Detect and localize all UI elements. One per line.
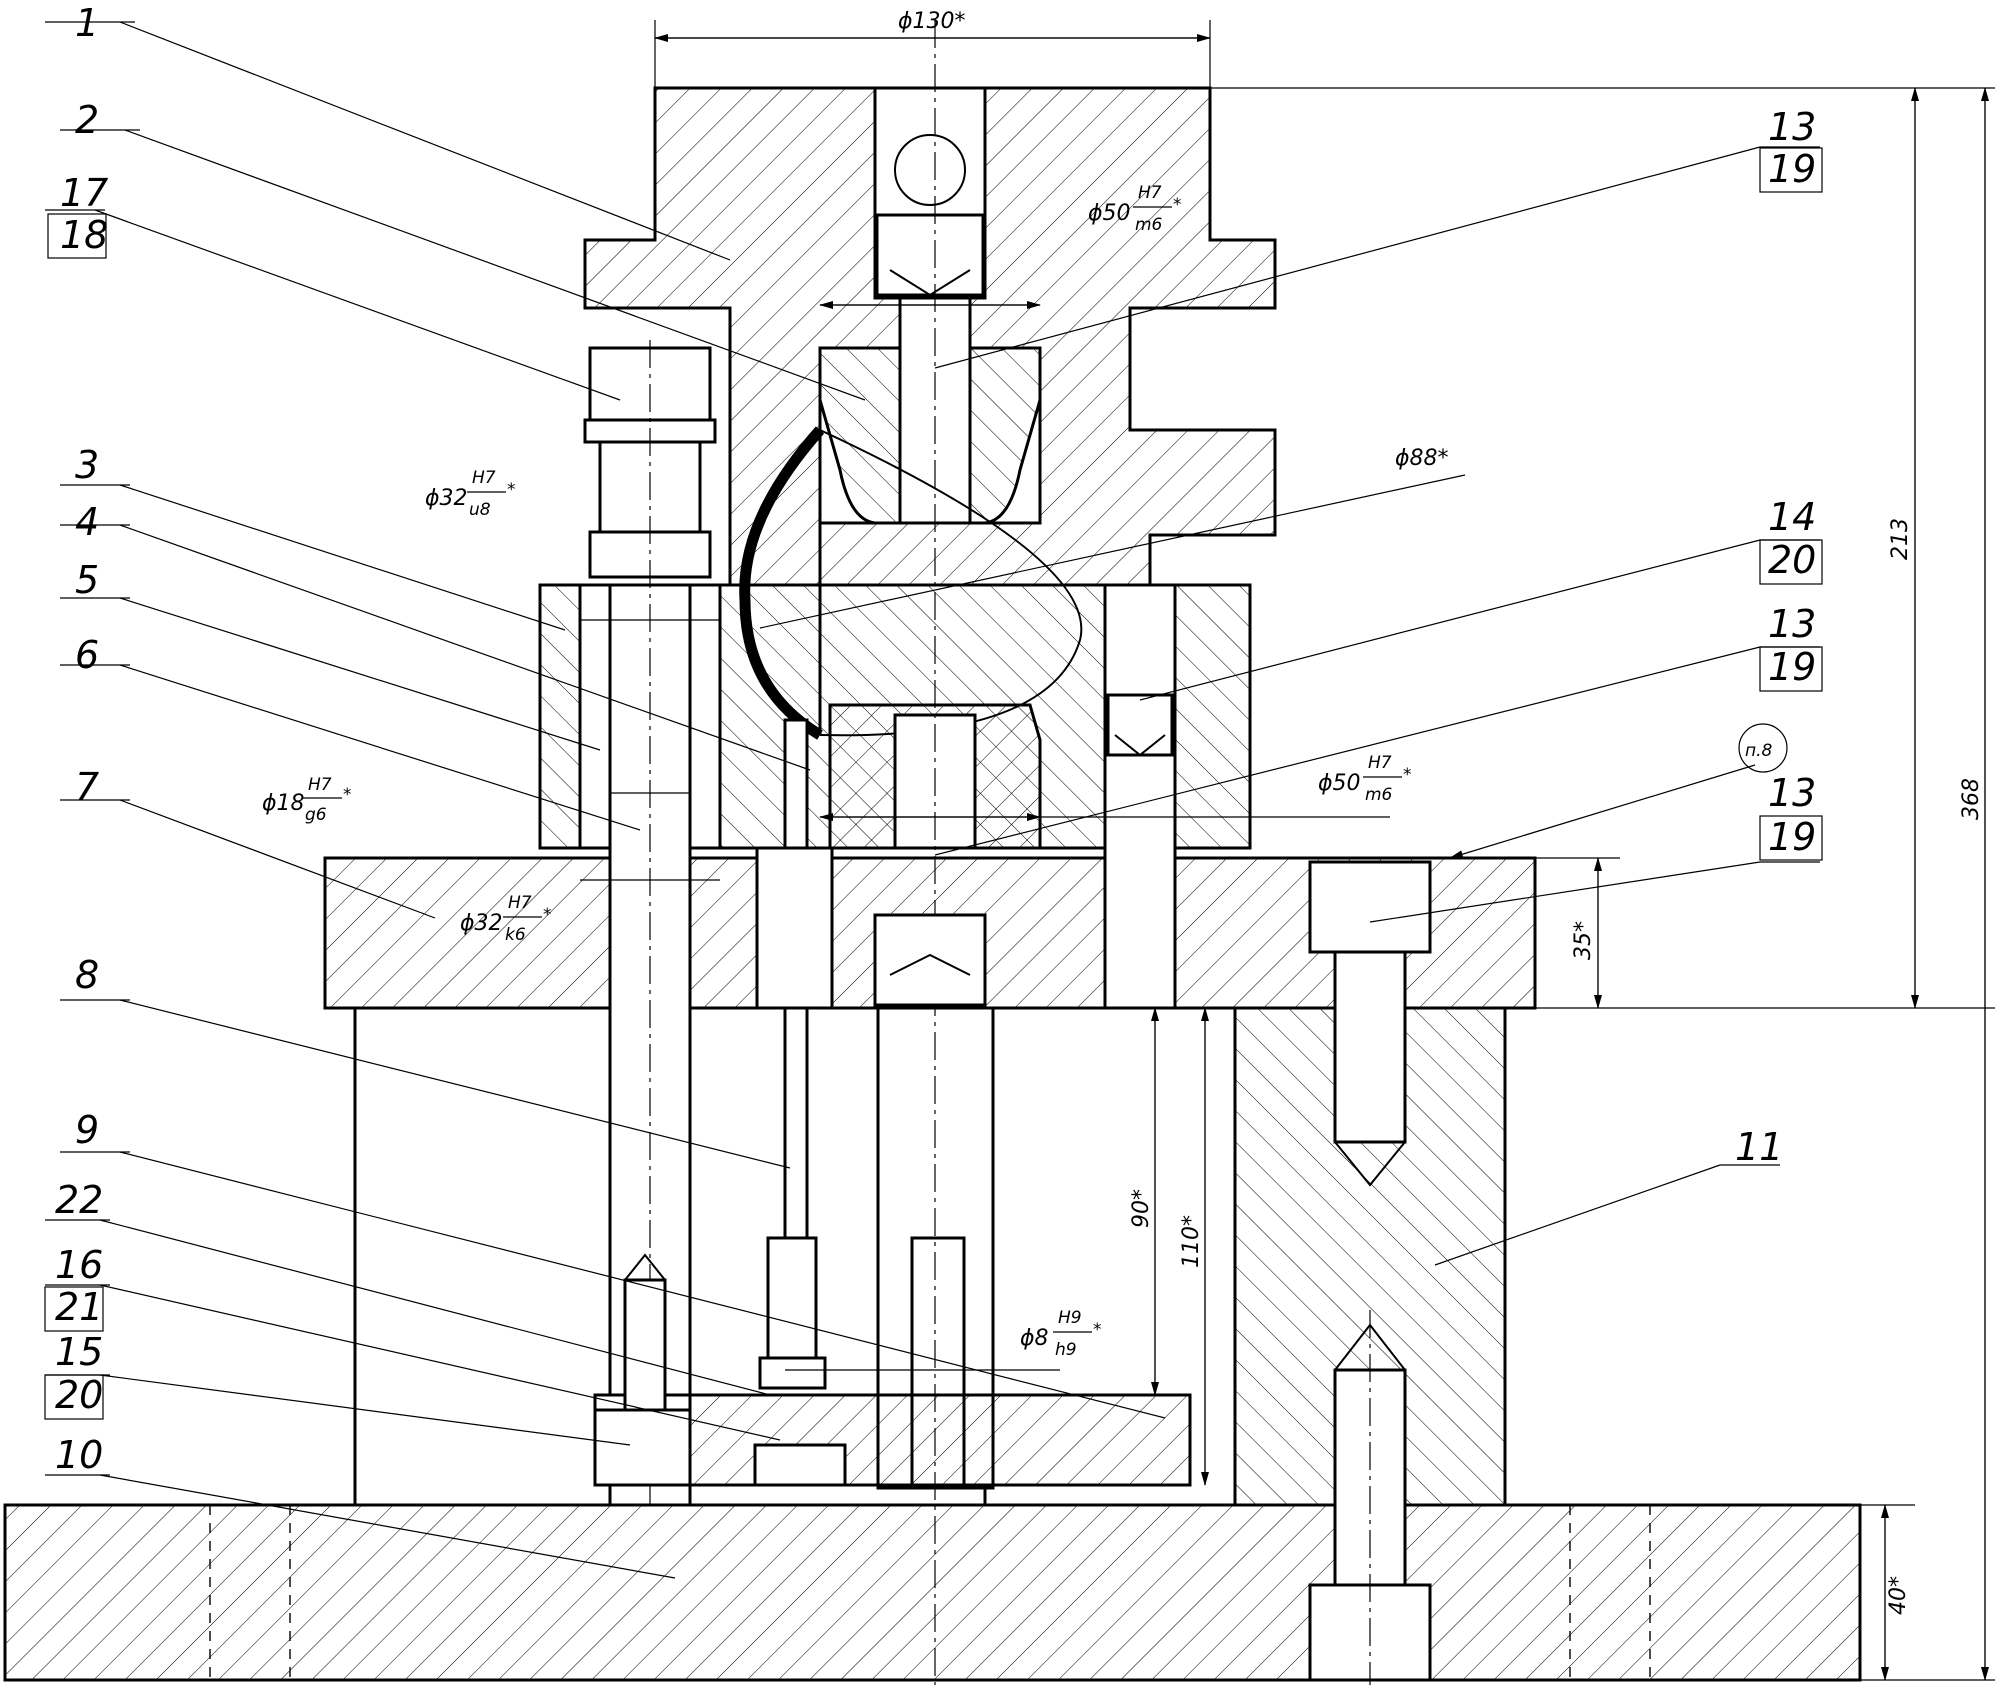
part-label-6: 6 (75, 633, 99, 677)
svg-text:*: * (1403, 765, 1412, 785)
part-label-20b: 20 (1768, 538, 1816, 582)
svg-text:*: * (343, 785, 352, 805)
bolt-upper-right (1308, 860, 1432, 1187)
dim-d130: ϕ130* (898, 9, 966, 34)
part-label-7: 7 (75, 765, 99, 809)
part-label-2: 2 (75, 98, 99, 142)
svg-text:h9: h9 (1055, 1340, 1077, 1360)
note-circle: п.8 (1745, 741, 1773, 761)
dim-90: 90* (1129, 1189, 1154, 1228)
svg-text:ϕ32: ϕ32 (425, 486, 468, 511)
part-label-22: 22 (55, 1178, 103, 1222)
part-label-13c: 13 (1768, 771, 1816, 815)
svg-text:H7: H7 (1138, 183, 1162, 203)
part-label-15: 15 (55, 1330, 103, 1374)
part-label-11: 11 (1735, 1125, 1783, 1169)
fit-32-k6: ϕ32 H7 k6 * (460, 893, 552, 945)
part-label-9: 9 (75, 1108, 99, 1152)
right-guide-pin (1103, 583, 1177, 1010)
svg-text:*: * (543, 905, 552, 925)
fit-32-u8: ϕ32 H7 u8 * (425, 468, 516, 520)
part-label-21: 21 (55, 1285, 103, 1329)
fit-50-mid: ϕ50 H7 m6 * (1318, 753, 1412, 805)
part-labels: 1 2 17 18 3 4 5 6 7 8 9 22 16 21 15 20 1… (44, 1, 1823, 1477)
svg-text:ϕ50: ϕ50 (1088, 201, 1131, 226)
svg-text:k6: k6 (505, 925, 526, 945)
part-label-13b: 13 (1768, 602, 1816, 646)
svg-text:u8: u8 (469, 500, 491, 520)
dim-110: 110* (1179, 1215, 1204, 1268)
part-label-17: 17 (60, 171, 108, 215)
part-label-19c: 19 (1768, 815, 1816, 859)
svg-text:m6: m6 (1365, 785, 1393, 805)
dimension-texts: ϕ130* ϕ88* 213 368 35* 90* 110* 40* (898, 9, 1984, 1615)
svg-text:H9: H9 (1058, 1308, 1082, 1328)
svg-text:*: * (1173, 195, 1182, 215)
bolt-centre (873, 913, 987, 1007)
svg-text:ϕ32: ϕ32 (460, 911, 503, 936)
part-label-19b: 19 (1768, 645, 1816, 689)
fit-8-h9: ϕ8 H9 h9 * (1020, 1308, 1102, 1360)
part-label-16: 16 (55, 1243, 103, 1287)
part-label-13a: 13 (1768, 105, 1816, 149)
svg-text:*: * (507, 480, 516, 500)
part-label-20: 20 (55, 1373, 103, 1417)
svg-text:H7: H7 (472, 468, 496, 488)
fit-18-g6: ϕ18 H7 g6 * (262, 775, 352, 825)
leader-lines (45, 21, 1820, 1579)
fit-50-top: ϕ50 H7 m6 * (1088, 183, 1182, 235)
part-label-4: 4 (75, 500, 99, 544)
part-label-3: 3 (75, 443, 99, 487)
svg-text:g6: g6 (305, 805, 327, 825)
part-label-14: 14 (1768, 495, 1816, 539)
dim-35: 35* (1571, 921, 1596, 960)
svg-text:*: * (1093, 1320, 1102, 1340)
part-label-10: 10 (55, 1433, 103, 1477)
svg-text:H7: H7 (1368, 753, 1392, 773)
svg-text:H7: H7 (508, 893, 532, 913)
dim-40: 40* (1886, 1576, 1911, 1615)
part-label-1: 1 (75, 1, 99, 45)
bolt-lower-left (593, 1253, 692, 1487)
bolt-lower-right (1308, 1310, 1432, 1685)
svg-text:ϕ50: ϕ50 (1318, 771, 1361, 796)
svg-text:H7: H7 (308, 775, 332, 795)
ejector-pin (755, 718, 834, 1390)
part-label-19a: 19 (1768, 147, 1816, 191)
svg-text:m6: m6 (1135, 215, 1163, 235)
dim-368: 368 (1959, 778, 1984, 820)
svg-text:ϕ18: ϕ18 (262, 791, 305, 816)
dim-d88: ϕ88* (1395, 446, 1449, 471)
dimension-lines (580, 20, 1995, 1681)
part-label-5: 5 (75, 558, 99, 602)
dim-213: 213 (1888, 518, 1913, 560)
base-plate (3, 1483, 1862, 1682)
part-label-8: 8 (75, 953, 99, 997)
nut-lower-centre (753, 1443, 847, 1487)
svg-text:ϕ8: ϕ8 (1020, 1326, 1049, 1351)
part-label-18: 18 (60, 213, 108, 257)
